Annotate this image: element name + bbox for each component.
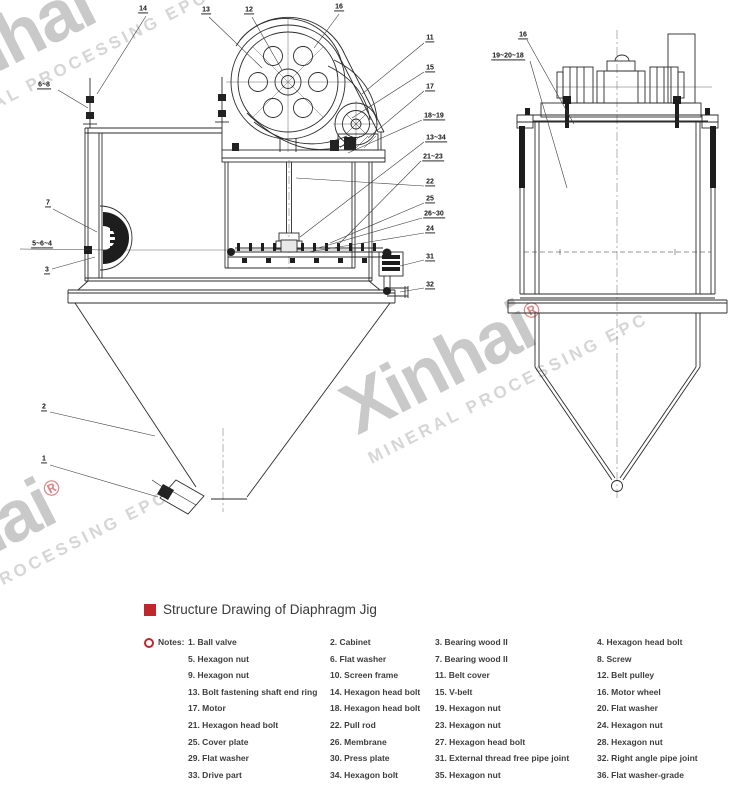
callout-label: 13 (201, 6, 211, 15)
note-item: 15. V-belt (435, 686, 473, 697)
note-item: 26. Membrane (330, 736, 387, 747)
note-item: 29. Flat washer (188, 753, 249, 764)
note-item: 7. Bearing wood II (435, 653, 508, 664)
belt-pulley (230, 24, 346, 140)
jig-structure-drawing (19, 13, 728, 515)
note-item: 35. Hexagon nut (435, 769, 501, 780)
note-item: 31. External thread free pipe joint (435, 753, 570, 764)
callout-label: 21~23 (422, 153, 444, 162)
side-view (507, 30, 728, 500)
callout-label: 24 (425, 225, 435, 234)
note-item: 33. Drive part (188, 769, 242, 780)
rim-bolts (83, 77, 229, 150)
note-item: 9. Hexagon nut (188, 670, 249, 681)
title-marker-square (144, 603, 156, 616)
note-item: 32. Right angle pipe joint (597, 753, 698, 764)
callout-label: 15 (425, 64, 435, 73)
page-title: Structure Drawing of Diaphragm Jig (163, 602, 377, 617)
callout-label: 14 (138, 5, 148, 14)
callout-label: 16 (334, 3, 344, 12)
note-item: 24. Hexagon nut (597, 719, 663, 730)
note-item: 6. Flat washer (330, 653, 387, 664)
platform-bolts (563, 96, 681, 128)
note-item: 5. Hexagon nut (188, 653, 249, 664)
hopper-outlet (611, 480, 623, 492)
callout-label: 32 (425, 281, 435, 290)
callout-label: 3 (44, 266, 50, 275)
callout-label: 5~6~4 (31, 240, 53, 249)
side-tank (516, 108, 719, 299)
callout-label: 16 (518, 31, 528, 40)
bottom-flange (67, 277, 396, 304)
membrane-assembly (227, 239, 392, 263)
drive-part-pipe (378, 251, 409, 298)
callout-label: 12 (244, 6, 254, 15)
note-item: 2. Cabinet (330, 637, 371, 647)
callout-label: 1 (41, 455, 47, 464)
note-item: 13. Bolt fastening shaft end ring (188, 686, 318, 697)
stand-platform (221, 138, 386, 163)
callout-label: 13~34 (425, 134, 447, 143)
front-view (67, 16, 409, 515)
notes-icon (144, 638, 154, 648)
note-item: 10. Screen frame (330, 670, 399, 681)
note-item: 8. Screw (597, 653, 632, 664)
note-item: 1. Ball valve (188, 637, 237, 647)
note-item: 25. Cover plate (188, 736, 249, 747)
callout-label: 22 (425, 178, 435, 187)
note-item: 22. Pull rod (330, 719, 376, 730)
callout-label: 11 (425, 34, 435, 43)
belt-cover (235, 16, 385, 150)
side-flange (507, 299, 728, 314)
leader-lines (19, 13, 575, 498)
note-item: 28. Hexagon nut (597, 736, 663, 747)
note-item: 3. Bearing wood II (435, 637, 508, 647)
callout-label: 31 (425, 253, 435, 262)
callout-label: 7 (45, 199, 51, 208)
callout-label: 18~19 (423, 112, 445, 121)
note-item: 19. Hexagon nut (435, 703, 501, 714)
air-chamber (84, 205, 133, 271)
note-item: 27. Hexagon head bolt (435, 736, 526, 747)
note-item: 18. Hexagon head bolt (330, 703, 421, 714)
note-item: 36. Flat washer-grade (597, 769, 684, 780)
title-block: Structure Drawing of Diaphragm Jig (144, 602, 377, 617)
note-item: 30. Press plate (330, 753, 390, 764)
ball-valve (151, 479, 205, 515)
callout-label: 19~20~18 (491, 52, 525, 61)
note-item: 17. Motor (188, 703, 226, 714)
note-item: 14. Hexagon head bolt (330, 686, 421, 697)
callout-label: 26~30 (423, 210, 445, 219)
cone-hopper (74, 302, 391, 500)
note-item: 21. Hexagon head bolt (188, 719, 279, 730)
note-item: 16. Motor wheel (597, 686, 661, 697)
notes-label: Notes: (158, 637, 185, 647)
parts-legend: 1. Ball valve 2. Cabinet 3. Bearing wood I… (188, 637, 733, 786)
note-item: 4. Hexagon head bolt (597, 637, 683, 647)
side-hopper (534, 313, 701, 492)
callout-label: 2 (41, 403, 47, 412)
note-item: 23. Hexagon nut (435, 719, 501, 730)
note-item: 11. Belt cover (435, 670, 490, 681)
side-motor-assembly (556, 54, 685, 128)
callout-label: 25 (425, 195, 435, 204)
callout-label: 17 (425, 83, 435, 92)
callout-label: 6~8 (37, 81, 51, 90)
note-item: 12. Belt pulley (597, 670, 655, 681)
note-item: 20. Flat washer (597, 703, 658, 714)
note-item: 34. Hexagon bolt (330, 769, 399, 780)
